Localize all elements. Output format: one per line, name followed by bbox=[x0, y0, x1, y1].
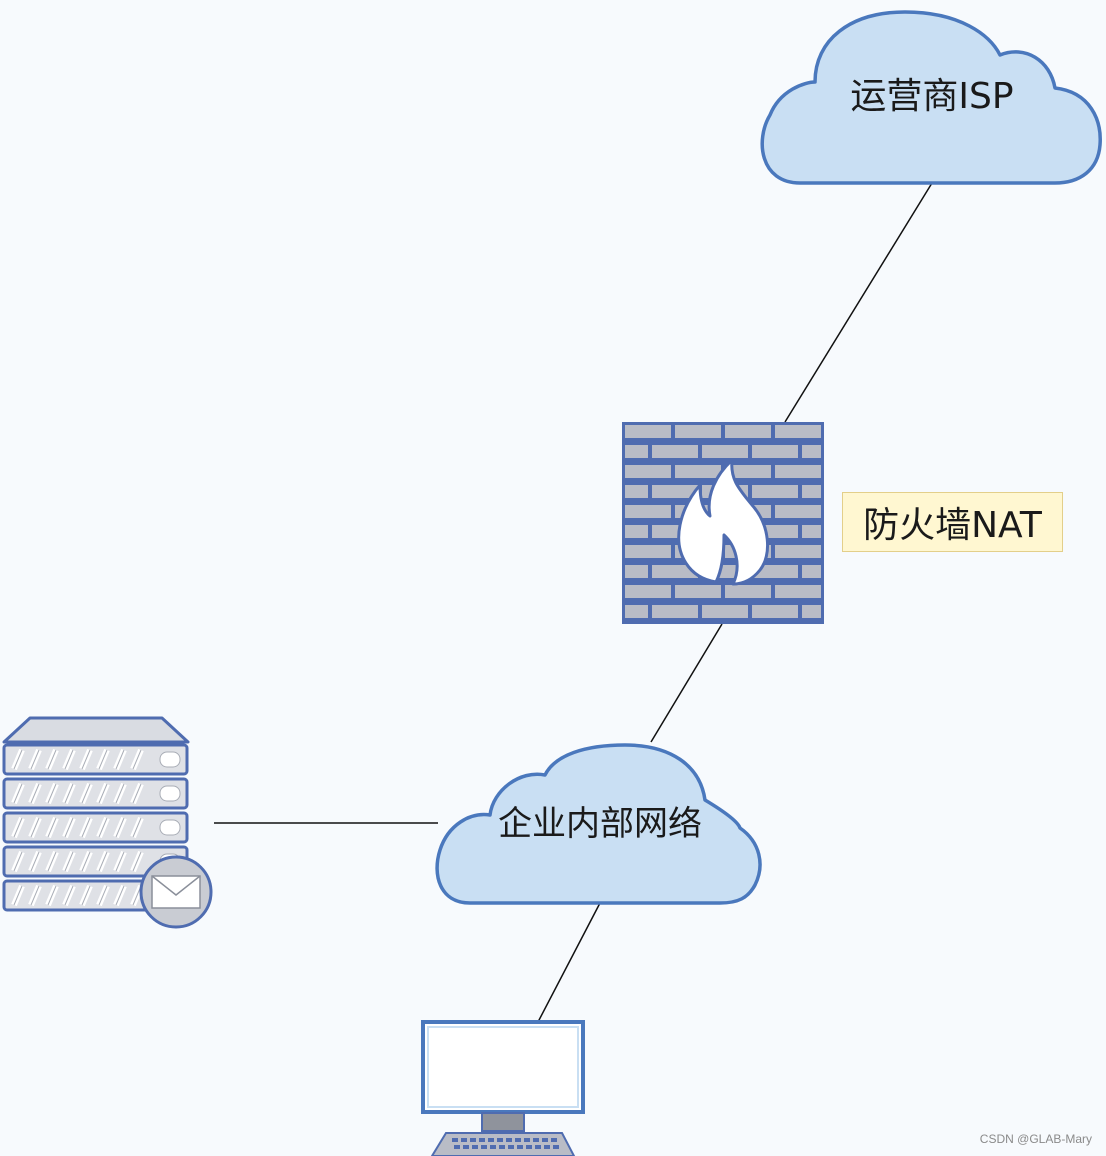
brick bbox=[752, 565, 798, 578]
key bbox=[461, 1138, 467, 1142]
key bbox=[544, 1145, 550, 1149]
cloud-icon bbox=[435, 743, 762, 905]
brick bbox=[702, 445, 748, 458]
key bbox=[490, 1145, 496, 1149]
brick bbox=[625, 465, 671, 478]
watermark: CSDN @GLAB-Mary bbox=[979, 1132, 1092, 1146]
brick bbox=[802, 565, 821, 578]
brick bbox=[725, 425, 771, 438]
brick bbox=[802, 605, 821, 618]
brick bbox=[802, 525, 821, 538]
key bbox=[535, 1145, 541, 1149]
envelope-icon bbox=[151, 875, 201, 909]
brick bbox=[725, 585, 771, 598]
flame-icon bbox=[677, 458, 770, 586]
brick bbox=[752, 485, 798, 498]
brick bbox=[675, 585, 721, 598]
key bbox=[533, 1138, 539, 1142]
key bbox=[470, 1138, 476, 1142]
key bbox=[454, 1145, 460, 1149]
link-isp-firewall bbox=[784, 182, 933, 423]
key bbox=[488, 1138, 494, 1142]
brick bbox=[652, 445, 698, 458]
brick bbox=[802, 445, 821, 458]
brick bbox=[625, 585, 671, 598]
link-firewall-internal bbox=[650, 623, 723, 743]
isp-cloud: 运营商ISP bbox=[760, 10, 1102, 185]
key bbox=[452, 1138, 458, 1142]
key bbox=[463, 1145, 469, 1149]
brick bbox=[775, 585, 821, 598]
internal-network-cloud-label: 企业内部网络 bbox=[498, 804, 702, 844]
brick bbox=[652, 605, 698, 618]
firewall-nat-label: 防火墙NAT bbox=[842, 492, 1063, 552]
key bbox=[506, 1138, 512, 1142]
brick bbox=[625, 525, 648, 538]
brick bbox=[725, 465, 771, 478]
brick bbox=[625, 505, 671, 518]
key bbox=[551, 1138, 557, 1142]
internal-network-cloud: 企业内部网络 bbox=[435, 743, 762, 905]
brick bbox=[775, 545, 821, 558]
brick bbox=[675, 465, 721, 478]
brick bbox=[752, 605, 798, 618]
brick bbox=[652, 485, 698, 498]
key bbox=[515, 1138, 521, 1142]
brick bbox=[625, 425, 671, 438]
key bbox=[526, 1145, 532, 1149]
key bbox=[542, 1138, 548, 1142]
key bbox=[524, 1138, 530, 1142]
brick bbox=[775, 425, 821, 438]
brick bbox=[625, 565, 648, 578]
firewall-icon bbox=[622, 422, 824, 624]
keyboard-icon bbox=[430, 1132, 576, 1156]
key bbox=[553, 1145, 559, 1149]
server-unit bbox=[2, 811, 189, 844]
mail-server-icon bbox=[2, 716, 213, 929]
key bbox=[517, 1145, 523, 1149]
server-unit bbox=[2, 777, 189, 810]
desktop-computer-icon bbox=[421, 1020, 585, 1156]
key bbox=[479, 1138, 485, 1142]
brick bbox=[625, 485, 648, 498]
server-unit bbox=[2, 743, 189, 776]
brick bbox=[752, 445, 798, 458]
brick bbox=[625, 605, 648, 618]
isp-cloud-label: 运营商ISP bbox=[850, 76, 1013, 117]
key bbox=[497, 1138, 503, 1142]
key bbox=[499, 1145, 505, 1149]
monitor-stand bbox=[481, 1112, 525, 1132]
key bbox=[472, 1145, 478, 1149]
key bbox=[508, 1145, 514, 1149]
brick bbox=[775, 465, 821, 478]
brick bbox=[675, 425, 721, 438]
brick bbox=[775, 505, 821, 518]
brick bbox=[625, 445, 648, 458]
link-internal-workstation bbox=[537, 902, 601, 1023]
brick bbox=[702, 605, 748, 618]
brick bbox=[625, 545, 671, 558]
brick bbox=[652, 565, 698, 578]
key bbox=[481, 1145, 487, 1149]
brick bbox=[802, 485, 821, 498]
cloud-icon bbox=[760, 10, 1102, 185]
